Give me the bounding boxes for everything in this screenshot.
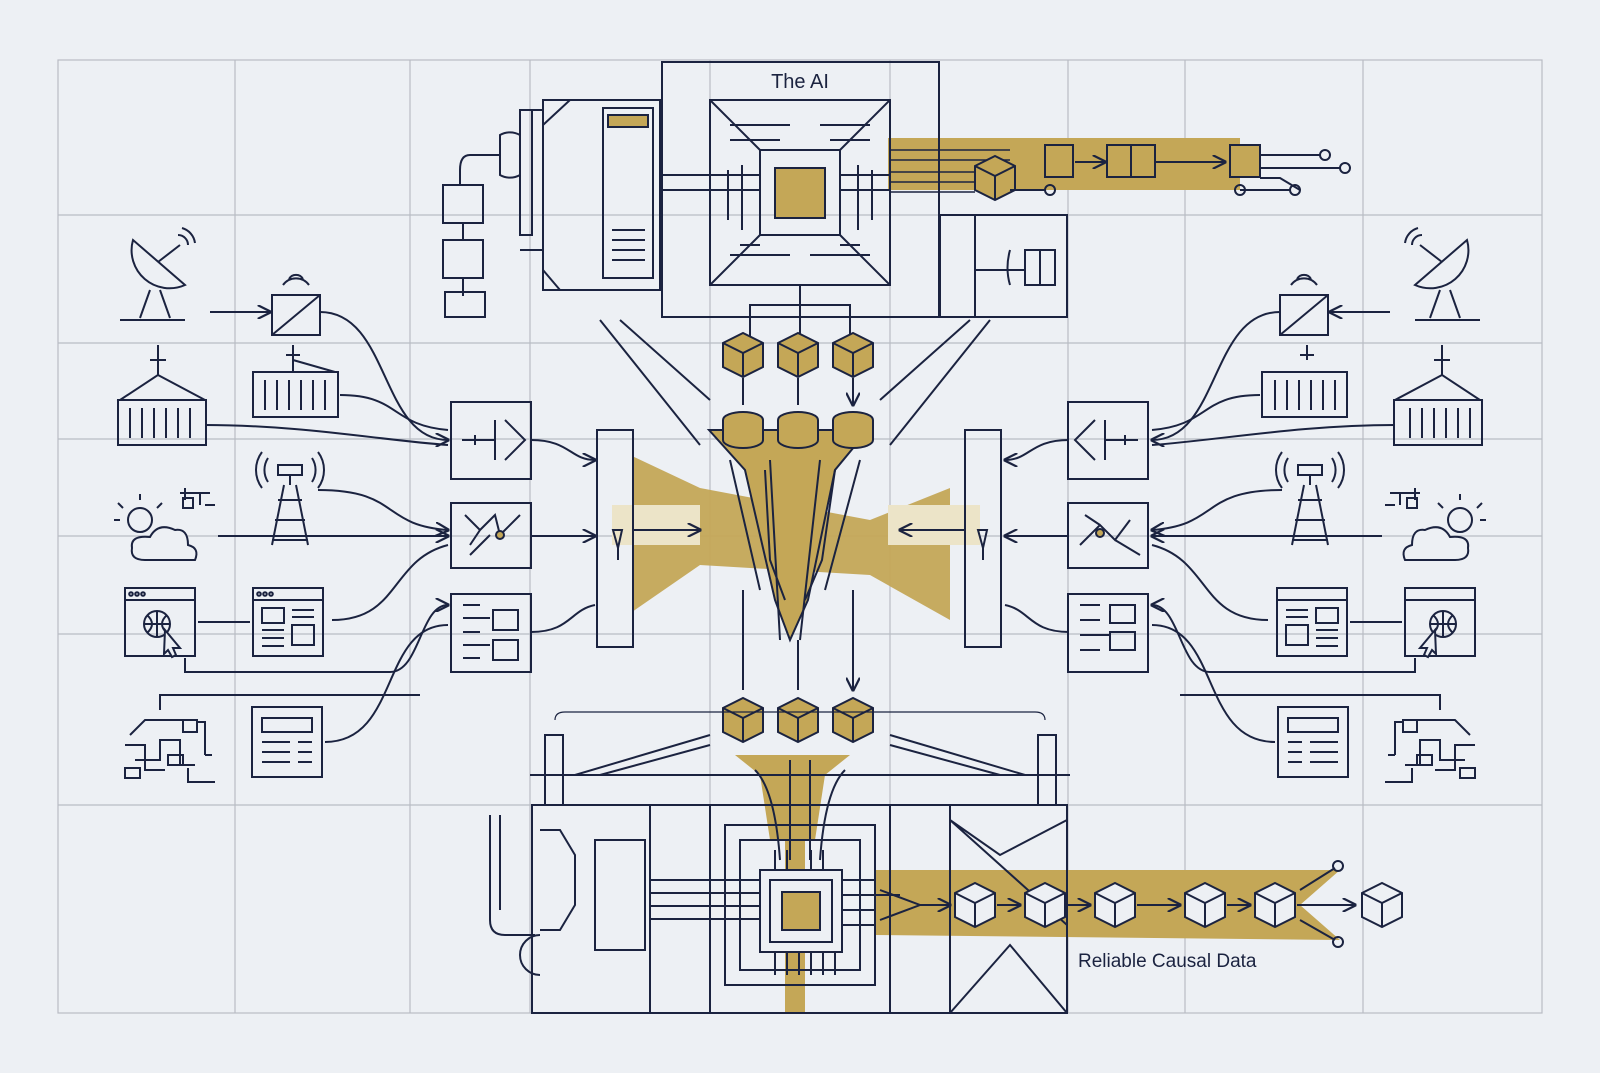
ai-module-title: The AI (771, 71, 829, 93)
top-output-chain (890, 144, 1351, 201)
left-processing-boxes (450, 401, 532, 673)
left-source-icons (114, 227, 339, 783)
left-hub (596, 429, 700, 648)
bottom-processor-module (489, 711, 1070, 1014)
document-icon (198, 587, 324, 657)
right-processing-boxes (1067, 401, 1149, 673)
weather-icon (114, 488, 215, 561)
funnel-icon (729, 459, 861, 641)
data-cubes-bottom (722, 697, 874, 743)
right-hub (900, 429, 1002, 648)
right-source-icons (1261, 227, 1486, 783)
bottom-gold-flow (754, 760, 846, 861)
signal-converter-icon (210, 273, 321, 336)
document-icon-2 (251, 706, 323, 778)
shipping-container-icon (116, 345, 207, 446)
left-connectors (159, 311, 595, 743)
web-browser-icon (124, 587, 196, 659)
top-ai-module (442, 61, 1068, 446)
data-cubes-top (722, 332, 874, 449)
radio-tower-icon (255, 451, 325, 546)
bottom-output-chain (879, 860, 1403, 948)
right-connectors (1005, 311, 1441, 743)
shipping-container-icon-2 (252, 345, 339, 418)
processor-chip-icon (759, 850, 900, 975)
down-arrows (742, 590, 853, 690)
network-map-icon (124, 719, 215, 783)
output-caption: Reliable Causal Data (1078, 951, 1257, 972)
satellite-dish-icon (120, 227, 196, 321)
